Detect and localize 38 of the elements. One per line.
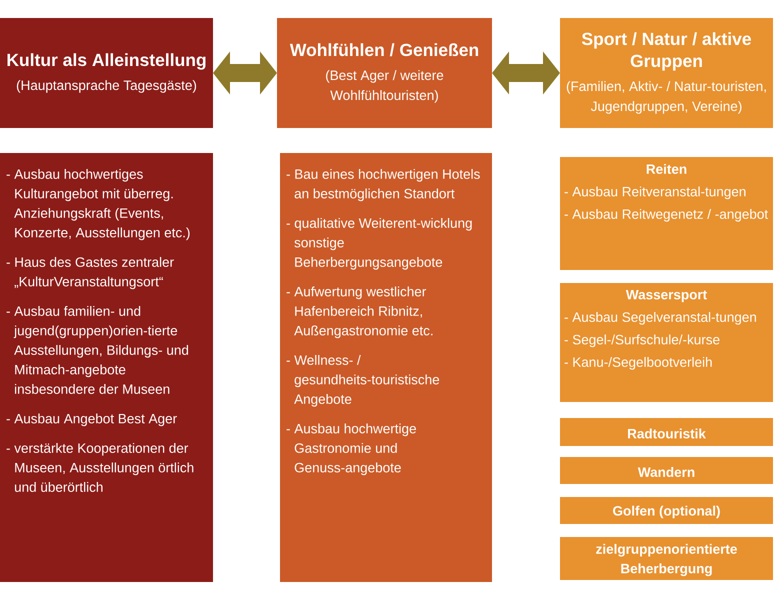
header-box <box>277 18 492 128</box>
list-item: - Ausbau Reitwegenetz / -angebot <box>564 209 768 222</box>
category-box <box>560 497 773 524</box>
list-item: - Haus des Gastes zentraler „KulturVeranstaltungsort“ <box>6 257 174 290</box>
header-box <box>560 18 773 128</box>
header-title: Sport / Natur / aktive Gruppen <box>582 32 751 71</box>
list-item: - Aufwertung westlicher Hafenbereich Ribnitz, Außengastronomie etc. <box>286 286 432 338</box>
box-heading: Wassersport <box>626 290 707 302</box>
list-item: - Ausbau Angebot Best Ager <box>6 414 177 426</box>
list-item: - Ausbau Segelveranstal-tungen <box>564 312 756 325</box>
list-item: - Ausbau Reitveranstal-tungen <box>564 186 746 200</box>
category-box <box>560 283 773 402</box>
header-subtitle: (Familien, Aktiv- / Natur-touristen, Jugendgruppen, Vereine) <box>566 81 766 114</box>
list-item: - verstärkte Kooperationen der Museen, Ausstellungen örtlich und überörtlich <box>6 443 194 492</box>
category-label: zielgruppenorientierte Beherbergung <box>596 544 737 576</box>
list-panel <box>280 153 492 582</box>
category-label: Wandern <box>638 467 694 477</box>
category-box <box>560 457 773 484</box>
header-subtitle: (Best Ager / weitere Wohlfühltouristen) <box>326 70 444 103</box>
header-box <box>0 18 213 128</box>
category-label: Radtouristik <box>628 428 706 438</box>
list-item: - Ausbau familien- und jugend(gruppen)orien-tierte Ausstellungen, Bildungs- und Mitmach-angebote insbesondere der Museen <box>6 306 188 394</box>
header-title: Wohlfühlen / Genießen <box>290 43 478 56</box>
list-item: - Kanu-/Segelbootverleih <box>564 357 712 370</box>
box-heading: Reiten <box>646 164 686 174</box>
list-panel <box>0 153 213 582</box>
list-item: - Ausbau hochwertiges Kulturangebot mit überreg. Anziehungskraft (Events, Konzerte, Ausstellungen etc.) <box>6 169 190 240</box>
header-subtitle: (Hauptansprache Tagesgäste) <box>16 80 196 93</box>
list-item: - Wellness- / gesundheits-touristische Angebote <box>286 355 440 407</box>
category-label: Golfen (optional) <box>613 506 720 518</box>
category-box <box>560 157 773 270</box>
list-item: - Ausbau hochwertige Gastronomie und Genuss-angebote <box>286 424 416 476</box>
header-title: Kultur als Alleinstellung <box>8 53 206 70</box>
list-item: - qualitative Weiterent-wicklung sonstige Beherbergungsangebote <box>286 218 472 270</box>
category-box <box>560 418 773 446</box>
list-item: - Segel-/Surfschule/-kurse <box>564 334 720 348</box>
category-box <box>560 537 773 580</box>
list-item: - Bau eines hochwertigen Hotels an bestmöglichen Standort <box>286 169 480 202</box>
